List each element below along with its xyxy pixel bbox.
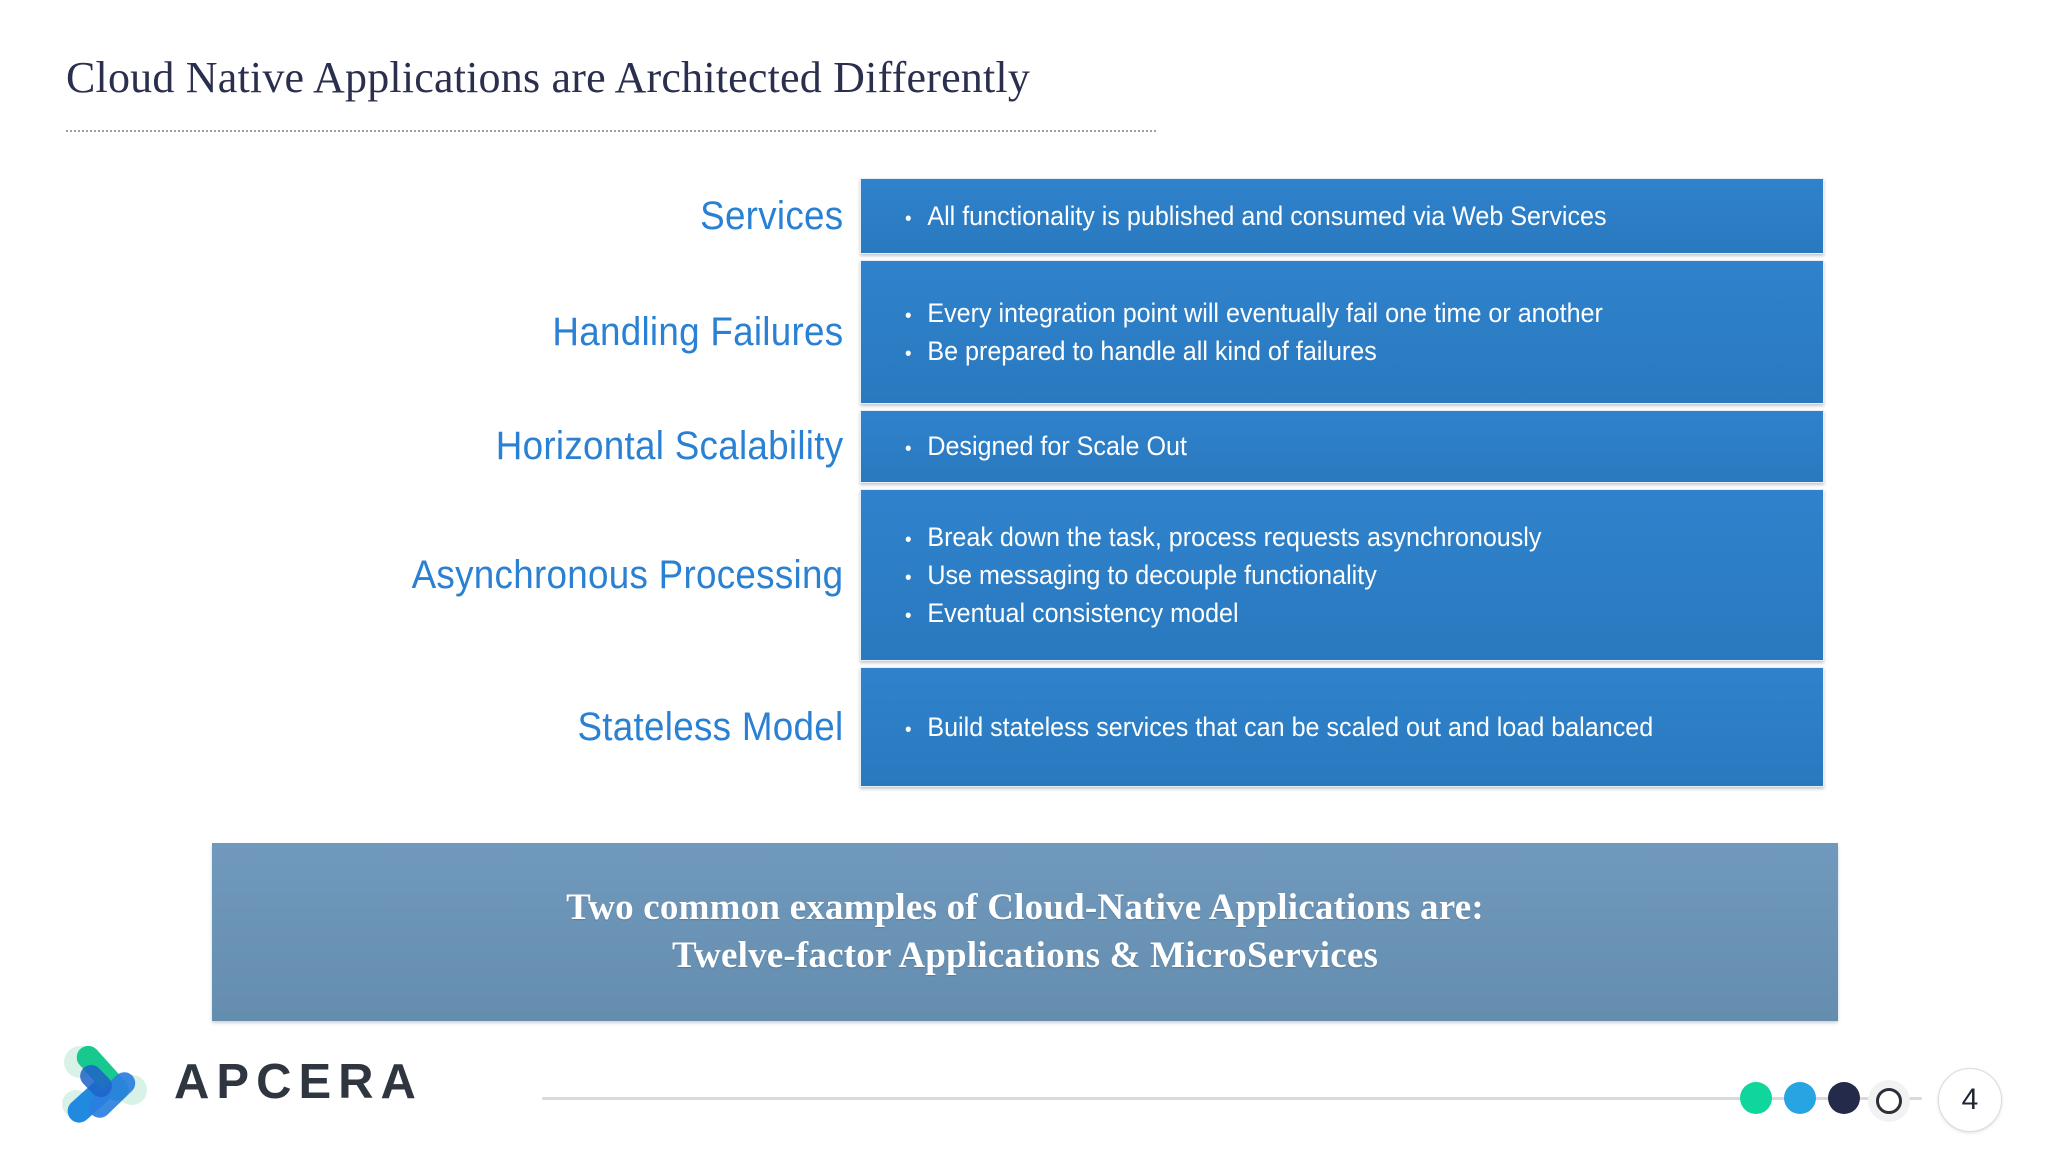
bullet-dot-icon: • <box>905 438 912 461</box>
principle-label-asynchronous-processing: Asynchronous Processing <box>411 552 844 597</box>
bullet-dot-icon: • <box>905 718 912 741</box>
bullet-item: • Use messaging to decouple functionalit… <box>905 556 1759 594</box>
architecture-principles-list: Services • All functionality is publishe… <box>0 178 2048 793</box>
pager-track <box>542 1097 1922 1100</box>
bullet-item: • Eventual consistency model <box>905 594 1759 632</box>
principle-row-handling-failures: Handling Failures • Every integration po… <box>0 260 2048 404</box>
principle-bar-asynchronous-processing: • Break down the task, process requests … <box>860 489 1824 661</box>
bullet-text: Eventual consistency model <box>927 598 1239 629</box>
bullet-item: • Build stateless services that can be s… <box>905 708 1759 746</box>
bullet-text: All functionality is published and consu… <box>927 200 1607 231</box>
principle-bar-horizontal-scalability: • Designed for Scale Out <box>860 410 1824 483</box>
principle-label-horizontal-scalability: Horizontal Scalability <box>495 424 844 468</box>
summary-line-1: Two common examples of Cloud-Native Appl… <box>566 886 1484 928</box>
brand-wordmark: APCERA <box>174 1055 423 1109</box>
brand-logo: APCERA <box>54 1040 423 1124</box>
bullet-dot-icon: • <box>905 605 912 628</box>
pager-dot-current[interactable] <box>1876 1088 1902 1114</box>
bullet-item: • Be prepared to handle all kind of fail… <box>905 332 1759 370</box>
bullet-dot-icon: • <box>905 304 912 327</box>
bullet-text: Use messaging to decouple functionality <box>927 559 1377 590</box>
principle-bar-stateless-model: • Build stateless services that can be s… <box>860 667 1824 787</box>
bullet-dot-icon: • <box>905 343 912 365</box>
apcera-logo-icon <box>54 1040 152 1124</box>
principle-bar-services: • All functionality is published and con… <box>860 178 1824 254</box>
bullet-text: Every integration point will eventually … <box>927 297 1603 328</box>
pager-dot-blue[interactable] <box>1784 1082 1816 1114</box>
page-title: Cloud Native Applications are Architecte… <box>66 53 1031 102</box>
bullet-text: Build stateless services that can be sca… <box>927 711 1654 742</box>
pager-dot-green[interactable] <box>1740 1082 1772 1114</box>
bullet-item: • All functionality is published and con… <box>905 197 1759 235</box>
title-underline-divider <box>66 130 1156 132</box>
bullet-dot-icon: • <box>905 207 912 230</box>
principle-row-horizontal-scalability: Horizontal Scalability • Designed for Sc… <box>0 410 2048 483</box>
page-number-badge: 4 <box>1938 1068 2002 1132</box>
principle-label-services: Services <box>700 193 844 238</box>
principle-label-handling-failures: Handling Failures <box>552 309 844 354</box>
principle-row-asynchronous-processing: Asynchronous Processing • Break down the… <box>0 489 2048 661</box>
bullet-item: • Designed for Scale Out <box>905 427 1759 465</box>
summary-callout-box: Two common examples of Cloud-Native Appl… <box>212 843 1838 1021</box>
bullet-dot-icon: • <box>905 566 912 589</box>
bullet-item: • Every integration point will eventuall… <box>905 294 1759 332</box>
principle-label-stateless-model: Stateless Model <box>577 704 844 749</box>
bullet-item: • Break down the task, process requests … <box>905 518 1759 556</box>
bullet-text: Be prepared to handle all kind of failur… <box>927 336 1377 366</box>
principle-bar-handling-failures: • Every integration point will eventuall… <box>860 260 1824 404</box>
principle-row-stateless-model: Stateless Model • Build stateless servic… <box>0 667 2048 787</box>
principle-row-services: Services • All functionality is publishe… <box>0 178 2048 254</box>
pager-dot-navy[interactable] <box>1828 1082 1860 1114</box>
bullet-text: Designed for Scale Out <box>927 431 1187 462</box>
bullet-text: Break down the task, process requests as… <box>927 521 1542 552</box>
bullet-dot-icon: • <box>905 528 912 551</box>
summary-line-2: Twelve-factor Applications & MicroServic… <box>671 935 1379 976</box>
